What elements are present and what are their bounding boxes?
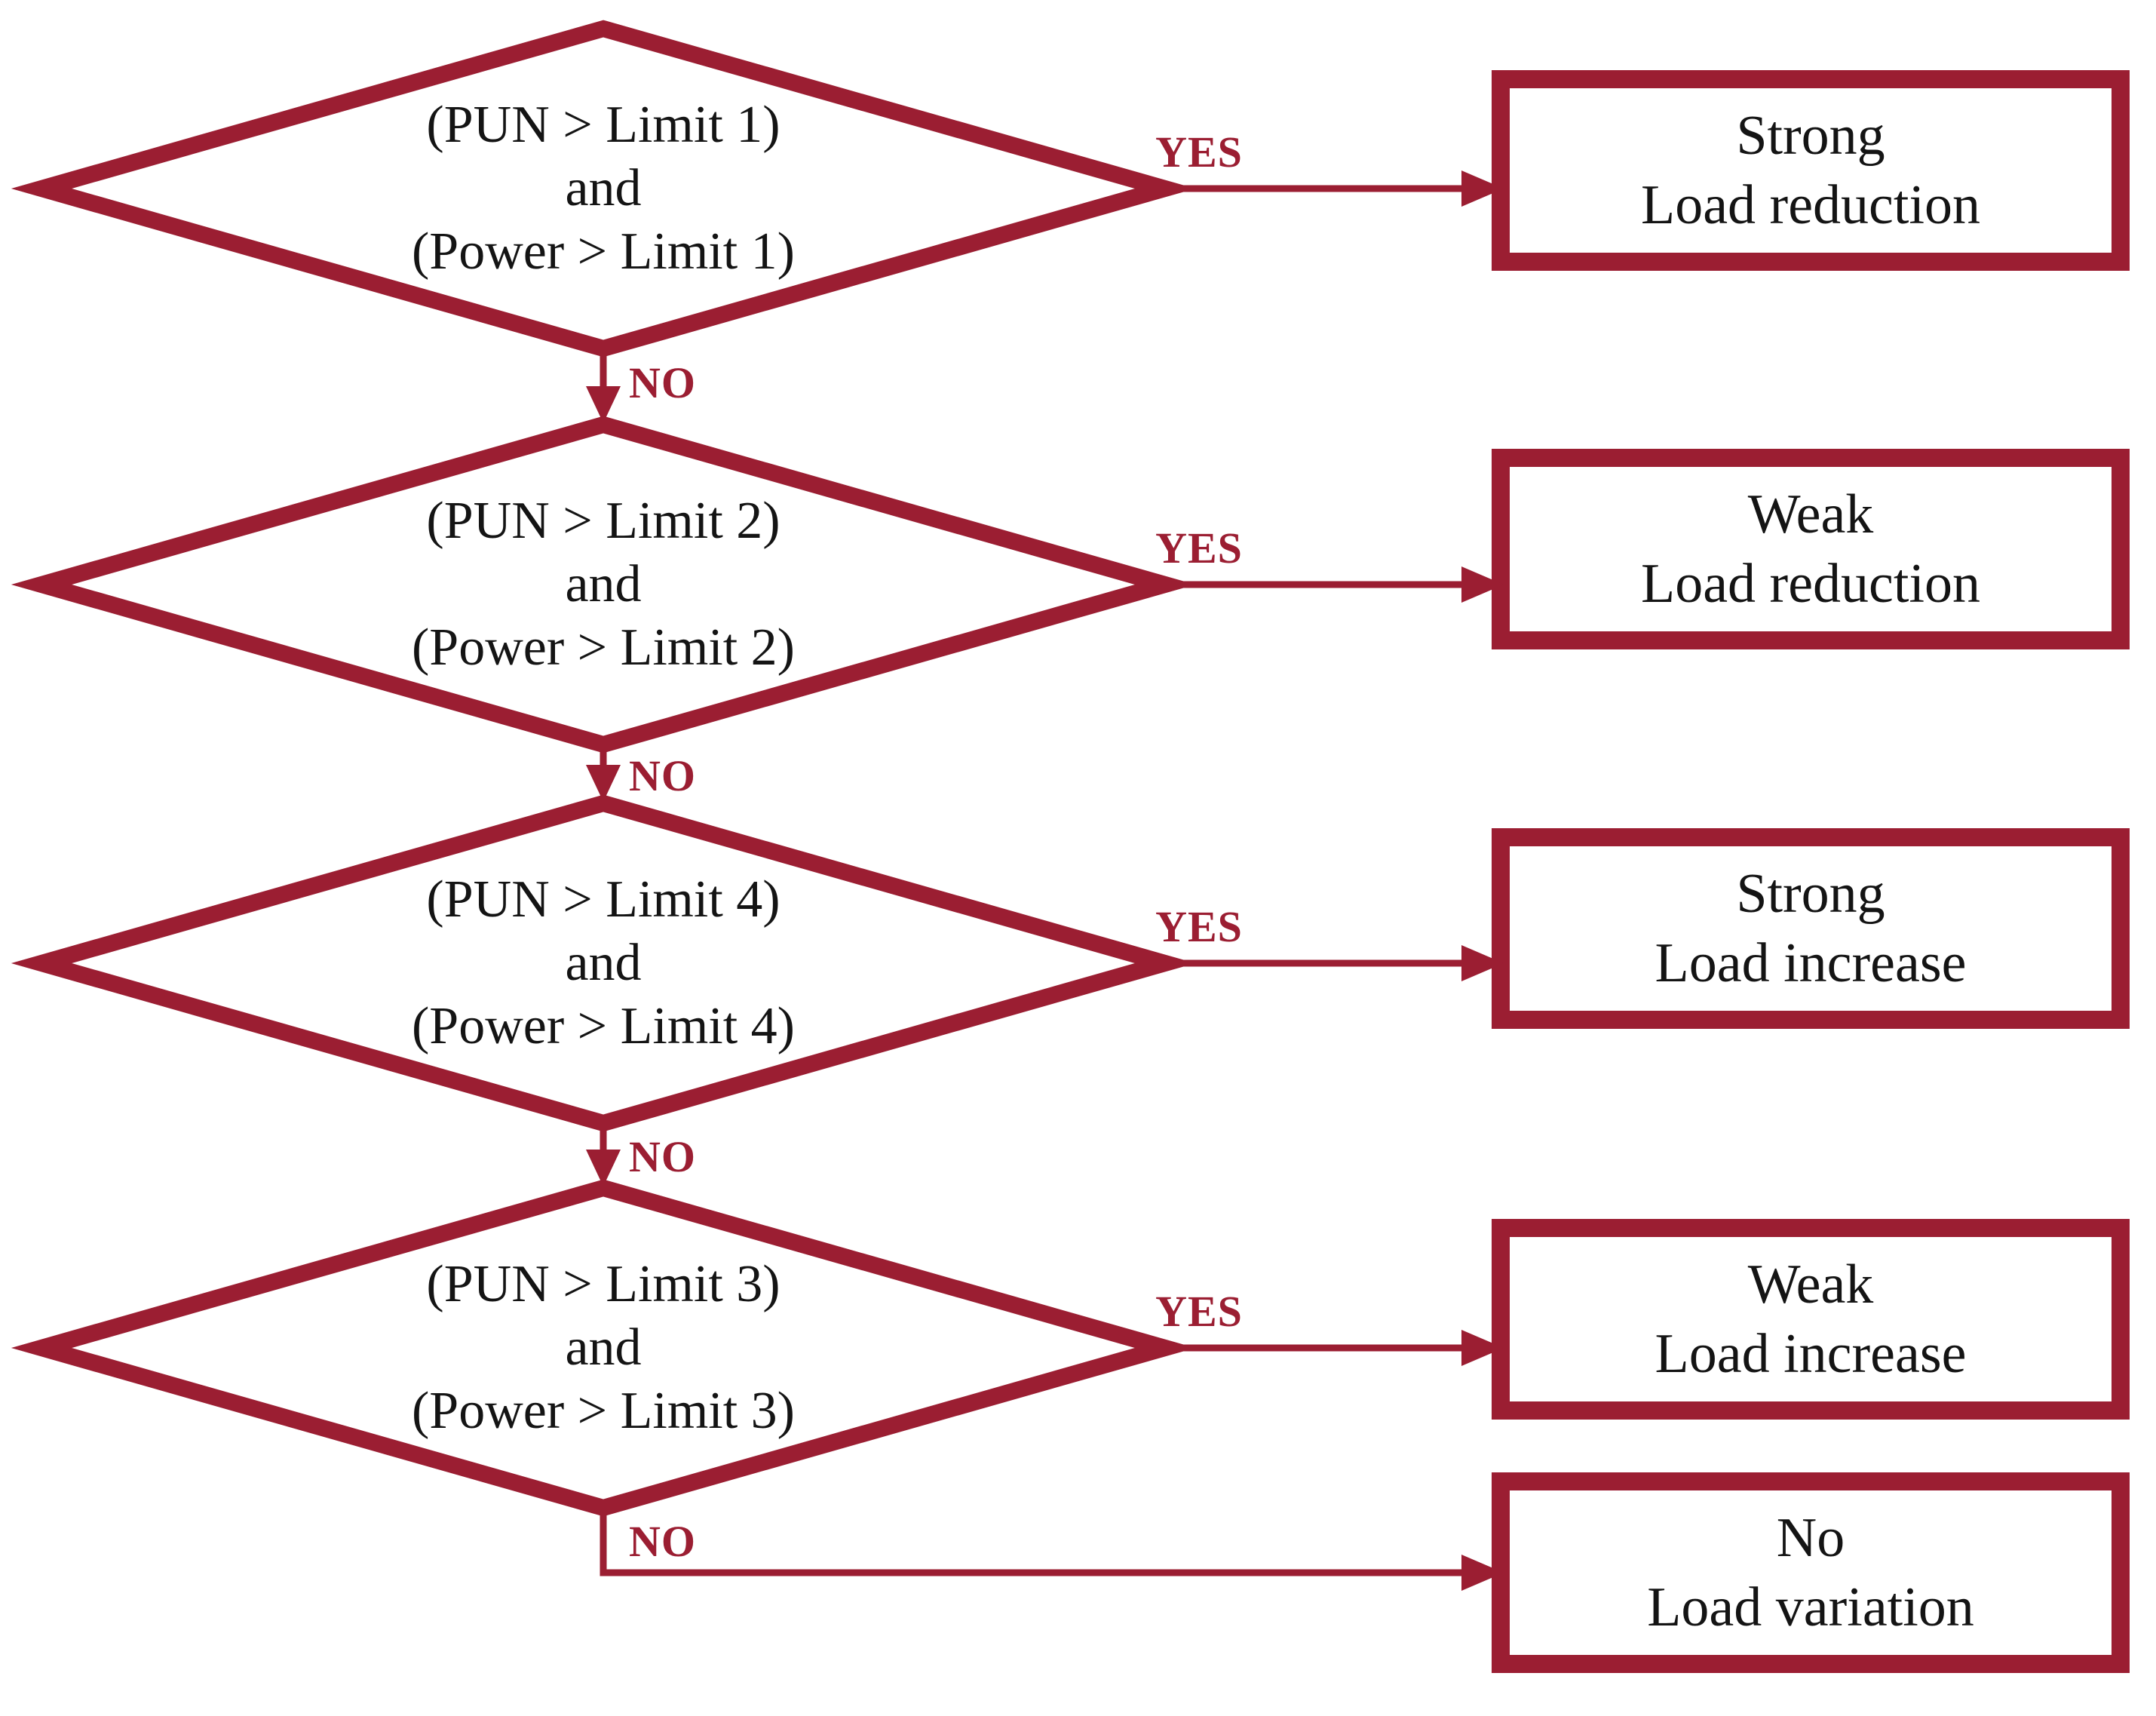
no-arrow-1 — [586, 348, 621, 423]
yes-arrow-2 — [1165, 566, 1504, 603]
outcome-2-text: Weak Load reduction — [1501, 480, 2121, 619]
decision-4-line-3: (Power > Limit 3) — [411, 1382, 795, 1440]
decision-1-line-3: (Power > Limit 1) — [411, 223, 795, 281]
decision-3-condition: (PUN > Limit 4) and (Power > Limit 4) — [226, 868, 980, 1058]
yes-label-4: YES — [1155, 1287, 1243, 1336]
no-label-1: NO — [629, 358, 696, 407]
outcome-5-line-1: No — [1776, 1507, 1845, 1569]
outcome-box-4 — [1492, 1219, 2130, 1420]
decision-3-line-2: and — [565, 934, 642, 992]
outcome-4-text: Weak Load increase — [1501, 1250, 2121, 1389]
yes-arrow-1 — [1165, 170, 1504, 207]
decision-2-condition: (PUN > Limit 2) and (Power > Limit 2) — [226, 490, 980, 680]
outcome-box-2 — [1492, 449, 2130, 649]
decision-2-line-2: and — [565, 555, 642, 613]
outcome-1-text: Strong Load reduction — [1501, 101, 2121, 240]
outcome-4-line-2: Load increase — [1655, 1323, 1967, 1385]
decision-2-line-1: (PUN > Limit 2) — [426, 492, 781, 550]
decision-4-condition: (PUN > Limit 3) and (Power > Limit 3) — [226, 1253, 980, 1443]
decision-2-line-3: (Power > Limit 2) — [411, 619, 795, 677]
outcome-3-line-2: Load increase — [1655, 932, 1967, 994]
outcome-1-line-1: Strong — [1736, 105, 1885, 167]
no-label-4: NO — [629, 1517, 696, 1566]
outcome-box-3 — [1492, 828, 2130, 1029]
no-arrow-3 — [586, 1123, 621, 1186]
outcome-3-text: Strong Load increase — [1501, 859, 2121, 998]
outcome-5-line-2: Load variation — [1647, 1576, 1974, 1638]
yes-label-3: YES — [1155, 902, 1243, 951]
decision-1-line-2: and — [565, 159, 642, 217]
decision-1-condition: (PUN > Limit 1) and (Power > Limit 1) — [226, 94, 980, 284]
no-label-3: NO — [629, 1132, 696, 1181]
outcome-box-1 — [1492, 70, 2130, 271]
no-arrow-4 — [600, 1508, 1504, 1591]
no-arrow-2 — [586, 744, 621, 802]
yes-arrow-3 — [1165, 945, 1504, 981]
outcome-5-text: No Load variation — [1501, 1503, 2121, 1642]
outcome-1-line-2: Load reduction — [1641, 174, 1980, 236]
yes-label-2: YES — [1155, 523, 1243, 573]
outcome-3-line-1: Strong — [1736, 863, 1885, 925]
decision-1-line-1: (PUN > Limit 1) — [426, 96, 781, 154]
decision-3-line-3: (Power > Limit 4) — [411, 997, 795, 1055]
outcome-4-line-1: Weak — [1747, 1254, 1874, 1315]
outcome-box-5 — [1492, 1472, 2130, 1673]
outcome-2-line-1: Weak — [1747, 483, 1874, 545]
decision-4-line-1: (PUN > Limit 3) — [426, 1255, 781, 1313]
yes-arrow-4 — [1165, 1330, 1504, 1366]
outcome-2-line-2: Load reduction — [1641, 553, 1980, 615]
yes-label-1: YES — [1155, 127, 1243, 177]
decision-3-line-1: (PUN > Limit 4) — [426, 870, 781, 929]
no-label-2: NO — [629, 751, 696, 800]
decision-4-line-2: and — [565, 1318, 642, 1377]
